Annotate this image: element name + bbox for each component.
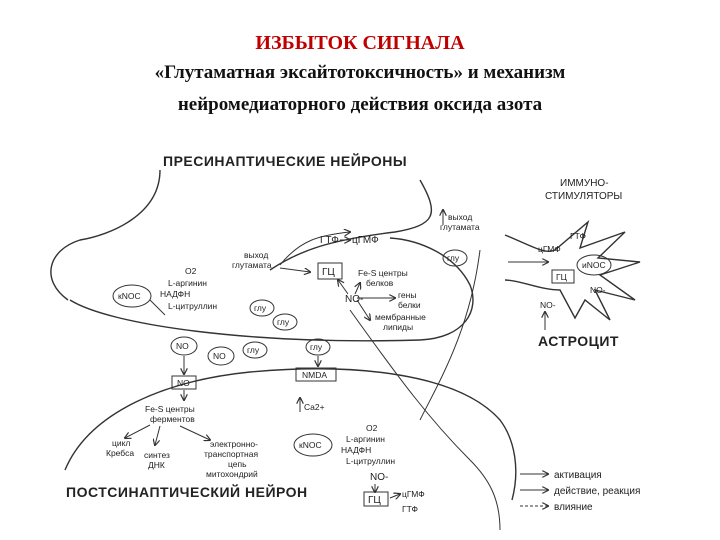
krebs-label-2: Кребса — [106, 448, 134, 458]
glu-ellipse — [242, 341, 268, 359]
no-minus-label: NO- — [590, 285, 606, 295]
o2-label: O2 — [185, 266, 197, 276]
gc-label: ГЦ — [322, 267, 335, 278]
legend-activation: активация — [554, 470, 602, 481]
glu-label: глу — [254, 303, 267, 313]
fes-centers-label-2: белков — [366, 278, 394, 288]
no-minus-label: NO- — [345, 294, 363, 305]
knos-label: кNOC — [299, 440, 322, 450]
nadph-label: НАДФН — [160, 289, 190, 299]
glu-label: глу — [447, 253, 460, 263]
o2-label: O2 — [366, 423, 378, 433]
no-ellipse — [170, 336, 198, 356]
glu-ellipse — [249, 299, 275, 317]
exit-glutamate-label: глутамата — [440, 222, 480, 232]
astrocyte-body — [504, 219, 641, 321]
l-citrulline-label: L-цитруллин — [346, 456, 395, 466]
gc-label: ГЦ — [556, 272, 568, 282]
legend-inhibition: влияние — [554, 502, 593, 513]
etc-label: электронно- — [210, 439, 258, 449]
proteins-label: белки — [398, 300, 421, 310]
nmda-box — [295, 367, 337, 382]
no-ellipse — [207, 346, 235, 366]
glu-ellipse — [272, 313, 298, 331]
dna-label: синтез — [144, 450, 170, 460]
presynaptic-label: ПРЕСИНАПТИЧЕСКИЕ НЕЙРОНЫ — [163, 152, 407, 169]
no-minus-label: NO- — [370, 472, 388, 483]
exit-glutamate-label: выход — [448, 212, 472, 222]
slide-title-line3: нейромедиаторного действия оксида азота — [177, 94, 543, 115]
gtp-label: ГТФ — [402, 504, 418, 514]
slide-title-line2: «Глутаматная эксайтотоксичность» и механ… — [154, 62, 566, 83]
no-label: NO — [177, 378, 190, 388]
membrane-label: мембранные — [375, 312, 426, 322]
inos-label: иNOC — [582, 260, 606, 270]
ca-label: Ca2+ — [304, 402, 325, 412]
fes-enzymes-label: Fe-S центры — [145, 404, 195, 414]
l-arginine-label: L-аргинин — [346, 434, 385, 444]
glu-label: глу — [277, 317, 290, 327]
knos-presyn — [112, 284, 152, 308]
knos-label: кNOC — [118, 291, 141, 301]
nadph-label: НАДФН — [341, 445, 371, 455]
glu-label: глу — [310, 342, 323, 352]
immuno-label-2: СТИМУЛЯТОРЫ — [545, 191, 622, 202]
gtp-label: ГТФ — [320, 235, 339, 246]
gc-box-2 — [363, 491, 389, 507]
glu-label: глу — [247, 345, 260, 355]
gc-label: ГЦ — [368, 495, 381, 506]
krebs-label: цикл — [112, 438, 130, 448]
inos-ellipse — [576, 254, 612, 276]
legend-action: действие, реакция — [554, 486, 640, 497]
glu-ellipse — [305, 338, 331, 356]
etc-label-3: цепь — [228, 459, 247, 469]
no-box — [171, 375, 197, 390]
glu-ellipse — [442, 249, 468, 267]
gc-box-astro — [551, 269, 575, 284]
presynaptic-terminal — [269, 179, 433, 271]
no-label: NO — [176, 341, 189, 351]
cgmp-label: цГМФ — [402, 489, 425, 499]
cgmp-label: цГМФ — [352, 235, 379, 246]
genes-label: гены — [398, 290, 416, 300]
fes-enzymes-label-2: ферментов — [150, 414, 195, 424]
l-citrulline-label: L-цитруллин — [168, 301, 217, 311]
astrocyte-label: АСТРОЦИТ — [538, 333, 619, 349]
postsynaptic-membrane — [64, 368, 517, 501]
fes-centers-label: Fe-S центры — [358, 268, 408, 278]
dna-label-2: ДНК — [148, 460, 165, 470]
postsynaptic-label: ПОСТСИНАПТИЧЕСКИЙ НЕЙРОН — [66, 483, 308, 500]
gtp-label: ГТФ — [570, 231, 586, 241]
exit-glutamate-label-left: выход — [244, 250, 268, 260]
membrane-label-2: липиды — [383, 322, 413, 332]
etc-label-4: митохондрий — [206, 469, 258, 479]
immuno-label-1: ИММУНО- — [560, 178, 609, 189]
slide-title-line1: ИЗБЫТОК СИГНАЛА — [255, 32, 465, 54]
exit-glutamate-label-left-2: глутамата — [232, 260, 272, 270]
no-label: NO — [213, 351, 226, 361]
presynaptic-body — [69, 237, 474, 342]
cgmp-label: цГМФ — [538, 244, 561, 254]
knos-postsyn — [293, 433, 333, 457]
no-minus-label: NO- — [540, 300, 556, 310]
gc-box — [317, 262, 343, 280]
etc-label-2: транспортная — [204, 449, 258, 459]
presynaptic-membrane — [50, 169, 161, 301]
l-arginine-label: L-аргинин — [168, 278, 207, 288]
nmda-label: NMDA — [302, 370, 327, 380]
